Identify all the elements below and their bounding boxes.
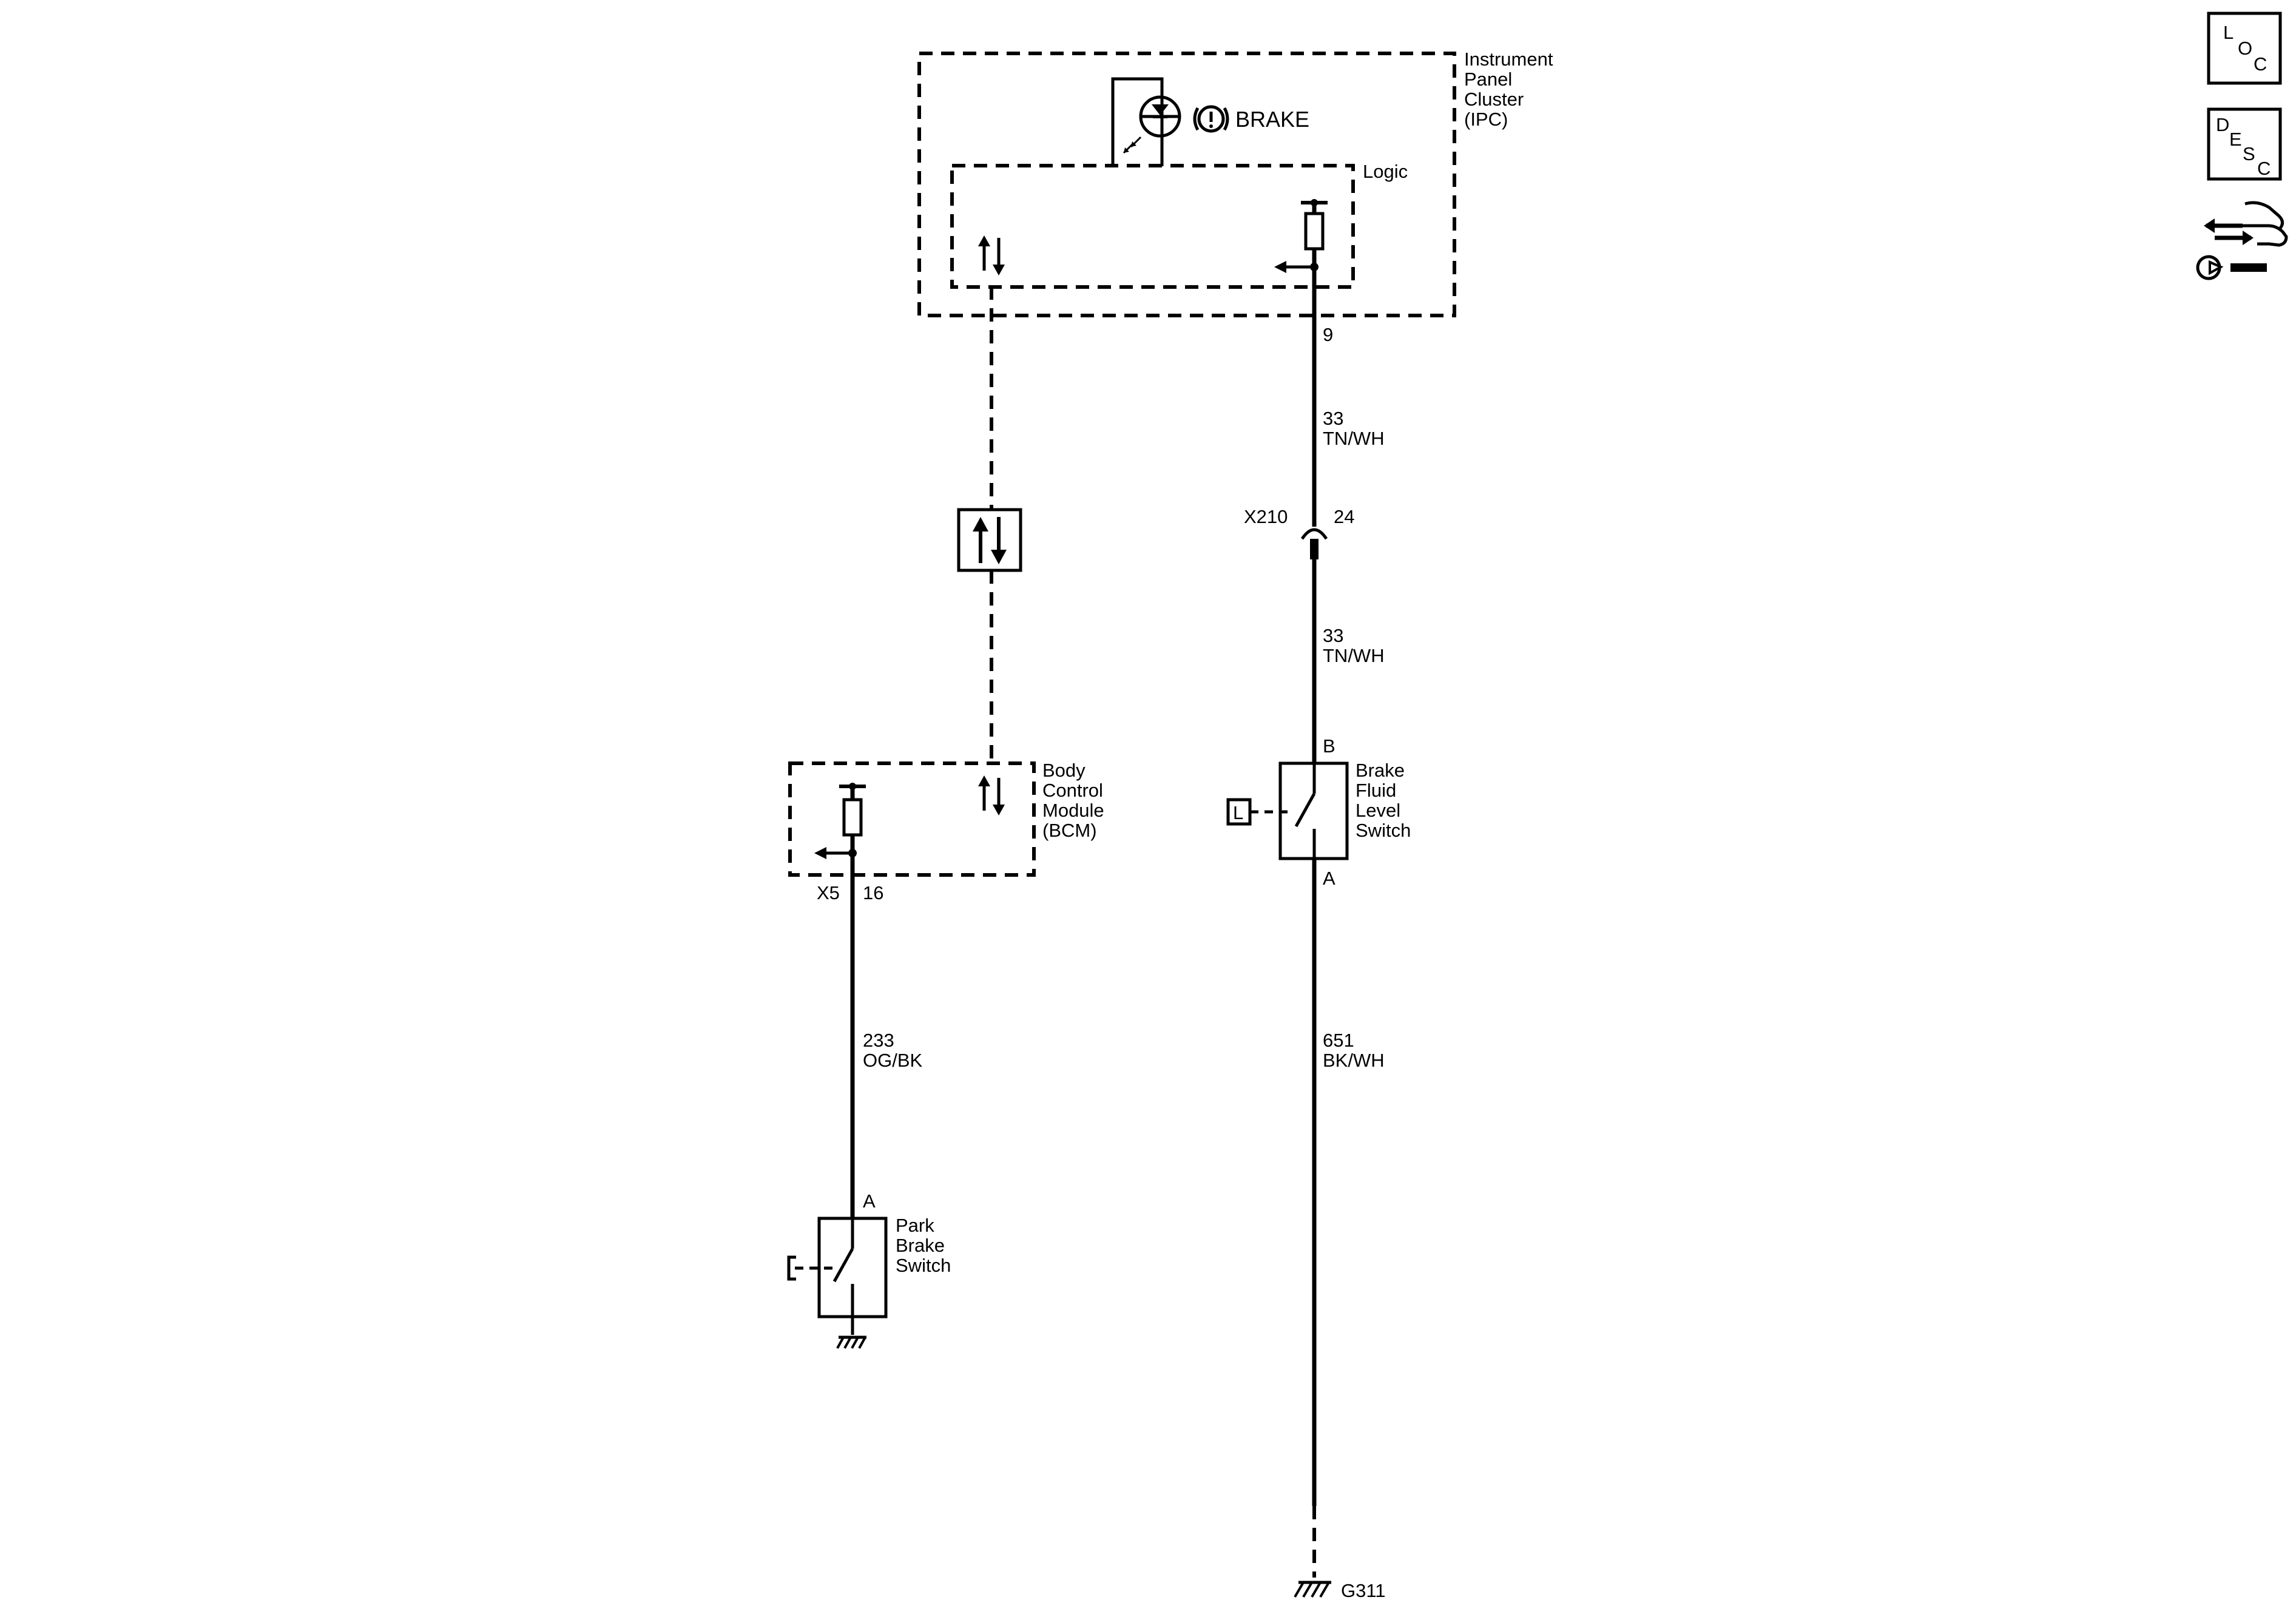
loc-button[interactable]: L O C — [2207, 12, 2282, 85]
loc-letter-l: L — [2223, 22, 2234, 43]
serial-data-gateway-icon — [957, 508, 1022, 572]
bcm-label-line3: Module — [1042, 800, 1104, 821]
bcm-connector-label: X5 — [817, 882, 840, 903]
park-switch-label-line1: Park — [896, 1215, 934, 1236]
bcm-label-line1: Body — [1042, 760, 1086, 781]
ground-g311-icon — [1294, 1581, 1331, 1598]
connector-x210-pin: 24 — [1334, 506, 1354, 527]
fluid-switch-label-line4: Switch — [1356, 820, 1411, 841]
ipc-label-line2: Panel — [1464, 69, 1512, 90]
desc-letter-e: E — [2229, 129, 2242, 150]
brake-indicator-text: BRAKE — [1235, 107, 1309, 132]
park-switch-pin-a: A — [863, 1190, 876, 1212]
circuit-ipc-color: TN/WH — [1323, 428, 1385, 449]
bcm-label-line2: Control — [1042, 780, 1103, 801]
hand-wrench-icon[interactable] — [2196, 201, 2288, 280]
park-switch-actuator-icon — [787, 1255, 796, 1281]
circuit-switch-color: TN/WH — [1323, 645, 1385, 666]
loc-letter-c: C — [2254, 53, 2267, 75]
connector-x210-icon — [1300, 528, 1328, 559]
circuit-ground-color: BK/WH — [1323, 1050, 1385, 1071]
ipc-logic-boundary — [950, 164, 1355, 289]
bcm-pullup-resistor-icon — [814, 783, 866, 859]
bcm-boundary — [788, 761, 1036, 877]
desc-letter-d: D — [2216, 114, 2229, 135]
brake-indicator-lamp-icon — [1111, 77, 1181, 166]
fluid-switch-pin-b: B — [1323, 735, 1335, 757]
desc-letter-c: C — [2257, 158, 2271, 179]
park-brake-switch — [787, 1217, 888, 1335]
circuit-park-number: 233 — [863, 1030, 894, 1051]
ipc-label-line3: Cluster — [1464, 89, 1524, 110]
fluid-switch-badge — [1226, 798, 1252, 826]
bcm-module — [788, 761, 1036, 877]
ipc-pullup-resistor-icon — [1274, 199, 1328, 273]
park-switch-label-line2: Brake — [896, 1235, 945, 1256]
fluid-switch-pin-a: A — [1323, 868, 1335, 889]
ipc-serial-data-arrows-icon — [978, 235, 1005, 275]
bcm-serial-data-arrows-icon — [978, 775, 1005, 815]
brake-fluid-level-switch: L — [1226, 761, 1349, 860]
ipc-boundary — [917, 52, 1456, 317]
park-switch-label-line3: Switch — [896, 1255, 951, 1276]
desc-letter-s: S — [2243, 143, 2255, 164]
ground-g311-label: G311 — [1341, 1580, 1386, 1601]
circuit-ground-number: 651 — [1323, 1030, 1354, 1051]
fluid-switch-badge-text: L — [1233, 802, 1243, 823]
bcm-label-line4: (BCM) — [1042, 820, 1097, 841]
ipc-pin-label: 9 — [1323, 324, 1333, 345]
ipc-logic-label: Logic — [1363, 161, 1408, 182]
bcm-pin-label: 16 — [863, 882, 883, 903]
connector-x210-label: X210 — [1244, 506, 1288, 527]
fluid-switch-label-line1: Brake — [1356, 760, 1405, 781]
ipc-label-line1: Instrument — [1464, 49, 1553, 70]
fluid-switch-label-line3: Level — [1356, 800, 1400, 821]
fluid-switch-label-line2: Fluid — [1356, 780, 1396, 801]
desc-button[interactable]: D E S C — [2207, 107, 2282, 181]
brake-warning-symbol-icon — [1193, 105, 1229, 133]
ipc-module: Instrument Panel Cluster (IPC) BRAKE Log… — [917, 49, 1553, 317]
circuit-ipc-number: 33 — [1323, 408, 1343, 429]
circuit-switch-number: 33 — [1323, 625, 1343, 646]
park-switch-ground-icon — [836, 1335, 866, 1349]
circuit-park-color: OG/BK — [863, 1050, 923, 1071]
ipc-label-line4: (IPC) — [1464, 109, 1508, 130]
loc-letter-o: O — [2238, 38, 2252, 59]
